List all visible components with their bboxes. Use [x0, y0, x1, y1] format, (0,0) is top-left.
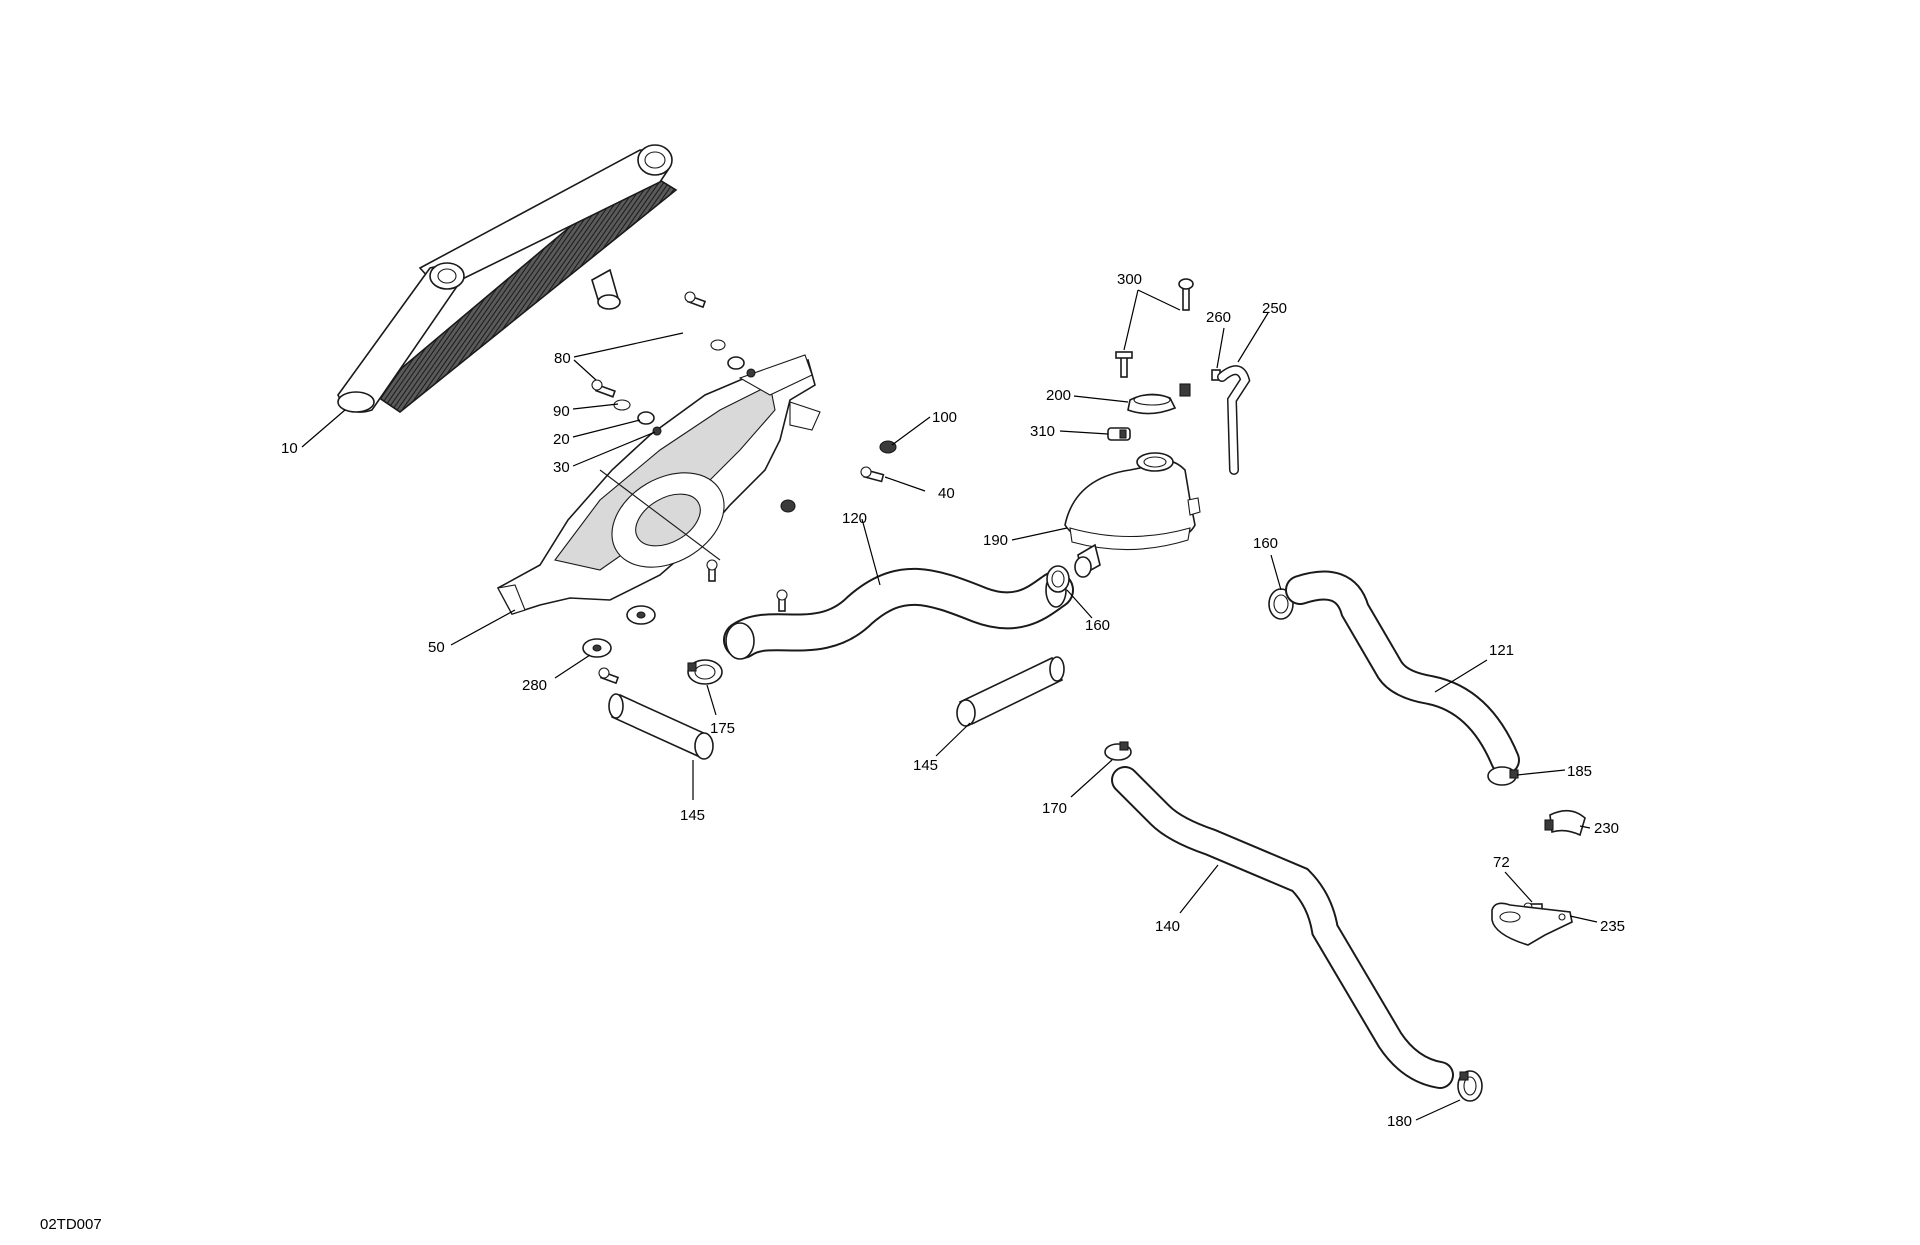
- label-180: 180: [1387, 1113, 1412, 1130]
- part-number-labels: 10 80 90 20 30 50 100 40 280 175 145 145…: [281, 271, 1625, 1130]
- label-300: 300: [1117, 271, 1142, 288]
- label-145-left: 145: [680, 807, 705, 824]
- label-200: 200: [1046, 387, 1071, 404]
- label-190: 190: [983, 532, 1008, 549]
- vent-hose-250: [1217, 365, 1251, 475]
- ring-160-a: [1046, 565, 1070, 593]
- label-72: 72: [1493, 854, 1510, 871]
- label-250: 250: [1262, 300, 1287, 317]
- leader-lines: [301, 289, 1598, 1121]
- label-140: 140: [1155, 918, 1180, 935]
- label-120: 120: [842, 510, 867, 527]
- label-100: 100: [932, 409, 957, 426]
- hose-121: [1285, 570, 1520, 775]
- filler-cap-200: [1127, 393, 1177, 415]
- label-310: 310: [1030, 423, 1055, 440]
- label-50: 50: [428, 639, 445, 656]
- label-230: 230: [1594, 820, 1619, 837]
- hose-120: [723, 567, 1074, 660]
- label-20: 20: [553, 431, 570, 448]
- label-90: 90: [553, 403, 570, 420]
- label-185: 185: [1567, 763, 1592, 780]
- label-160-b: 160: [1253, 535, 1278, 552]
- label-160-a: 160: [1085, 617, 1110, 634]
- sleeve-145-middle: [956, 656, 1065, 727]
- clamp-175: [687, 659, 723, 685]
- fan-shroud-part: [496, 354, 821, 615]
- bracket-235: [1491, 902, 1573, 946]
- hardware-bolts: [582, 291, 897, 685]
- label-80: 80: [554, 350, 571, 367]
- hose-140: [1111, 766, 1454, 1089]
- radiator-part: [337, 144, 678, 413]
- drawing-code: 02TD007: [40, 1216, 102, 1233]
- clamp-180: [1457, 1070, 1483, 1102]
- label-40: 40: [938, 485, 955, 502]
- clamp-185: [1487, 766, 1519, 786]
- coolant-reservoir-190: [1064, 452, 1201, 578]
- clip-230: [1544, 809, 1586, 837]
- label-260: 260: [1206, 309, 1231, 326]
- clip-310: [1107, 427, 1131, 441]
- label-175: 175: [710, 720, 735, 737]
- sleeve-145-left: [608, 693, 714, 760]
- label-235: 235: [1600, 918, 1625, 935]
- label-121: 121: [1489, 642, 1514, 659]
- label-10: 10: [281, 440, 298, 457]
- label-30: 30: [553, 459, 570, 476]
- label-170: 170: [1042, 800, 1067, 817]
- clamp-170: [1104, 741, 1132, 761]
- bolts-300: [1115, 278, 1194, 397]
- label-145-middle: 145: [913, 757, 938, 774]
- label-280: 280: [522, 677, 547, 694]
